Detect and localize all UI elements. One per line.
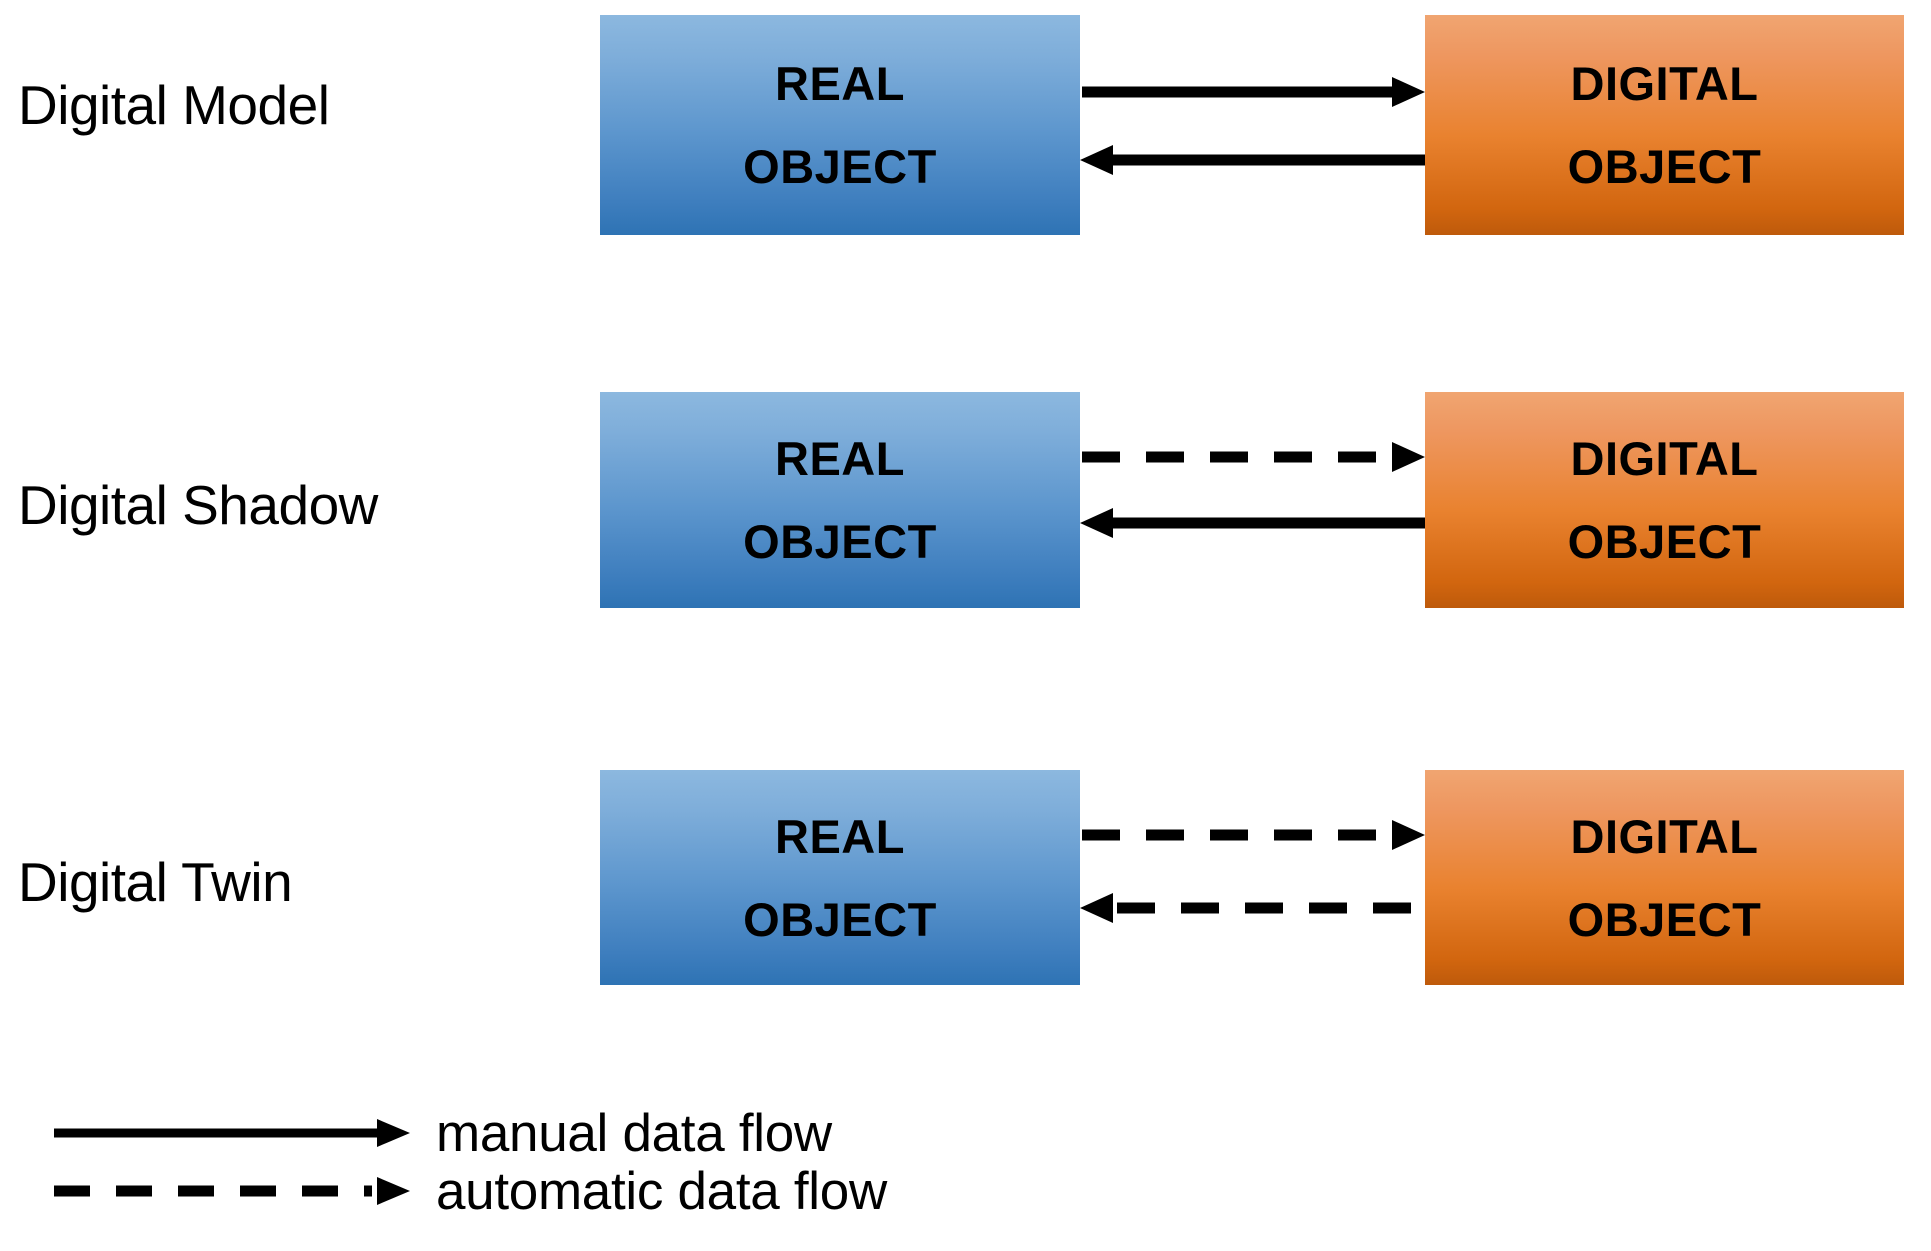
arrow-row2-backward-solid-left-icon bbox=[1080, 508, 1425, 538]
arrow-row3-forward-dashed-right-icon bbox=[1080, 820, 1425, 850]
real-object-line2: OBJECT bbox=[743, 515, 937, 568]
real-object-line2: OBJECT bbox=[743, 892, 937, 946]
arrow-row1-backward-solid-left-icon bbox=[1080, 145, 1425, 175]
legend-dashed-arrow-right-icon bbox=[50, 1176, 410, 1206]
legend-item-automatic: automatic data flow bbox=[50, 1161, 887, 1221]
digital-object-box-row1: DIGITAL OBJECT bbox=[1425, 15, 1904, 235]
real-object-line1: REAL bbox=[775, 809, 905, 863]
row-label-digital-twin: Digital Twin bbox=[18, 851, 293, 913]
real-object-line1: REAL bbox=[775, 57, 905, 110]
digital-object-line1: DIGITAL bbox=[1570, 809, 1759, 863]
row-label-digital-model: Digital Model bbox=[18, 74, 330, 136]
legend-solid-arrow-right-icon bbox=[50, 1118, 410, 1148]
digital-object-line1: DIGITAL bbox=[1570, 57, 1759, 110]
real-object-line2: OBJECT bbox=[743, 140, 937, 193]
digital-object-line2: OBJECT bbox=[1567, 892, 1762, 946]
real-object-line1: REAL bbox=[775, 432, 905, 485]
digital-object-box-row2: DIGITAL OBJECT bbox=[1425, 392, 1904, 608]
arrow-row3-backward-dashed-left-icon bbox=[1080, 893, 1425, 923]
legend-label-manual: manual data flow bbox=[436, 1103, 832, 1163]
real-object-box-row2: REAL OBJECT bbox=[600, 392, 1080, 608]
arrow-row2-forward-dashed-right-icon bbox=[1080, 442, 1425, 472]
digital-object-line2: OBJECT bbox=[1567, 140, 1762, 193]
arrow-row1-forward-solid-right-icon bbox=[1080, 77, 1425, 107]
real-object-box-row3: REAL OBJECT bbox=[600, 770, 1080, 985]
digital-object-line2: OBJECT bbox=[1567, 515, 1762, 568]
digital-object-box-row3: DIGITAL OBJECT bbox=[1425, 770, 1904, 985]
row-label-digital-shadow: Digital Shadow bbox=[18, 474, 378, 536]
legend-label-automatic: automatic data flow bbox=[436, 1161, 887, 1221]
legend-item-manual: manual data flow bbox=[50, 1103, 832, 1163]
real-object-box-row1: REAL OBJECT bbox=[600, 15, 1080, 235]
digital-object-line1: DIGITAL bbox=[1570, 432, 1759, 485]
